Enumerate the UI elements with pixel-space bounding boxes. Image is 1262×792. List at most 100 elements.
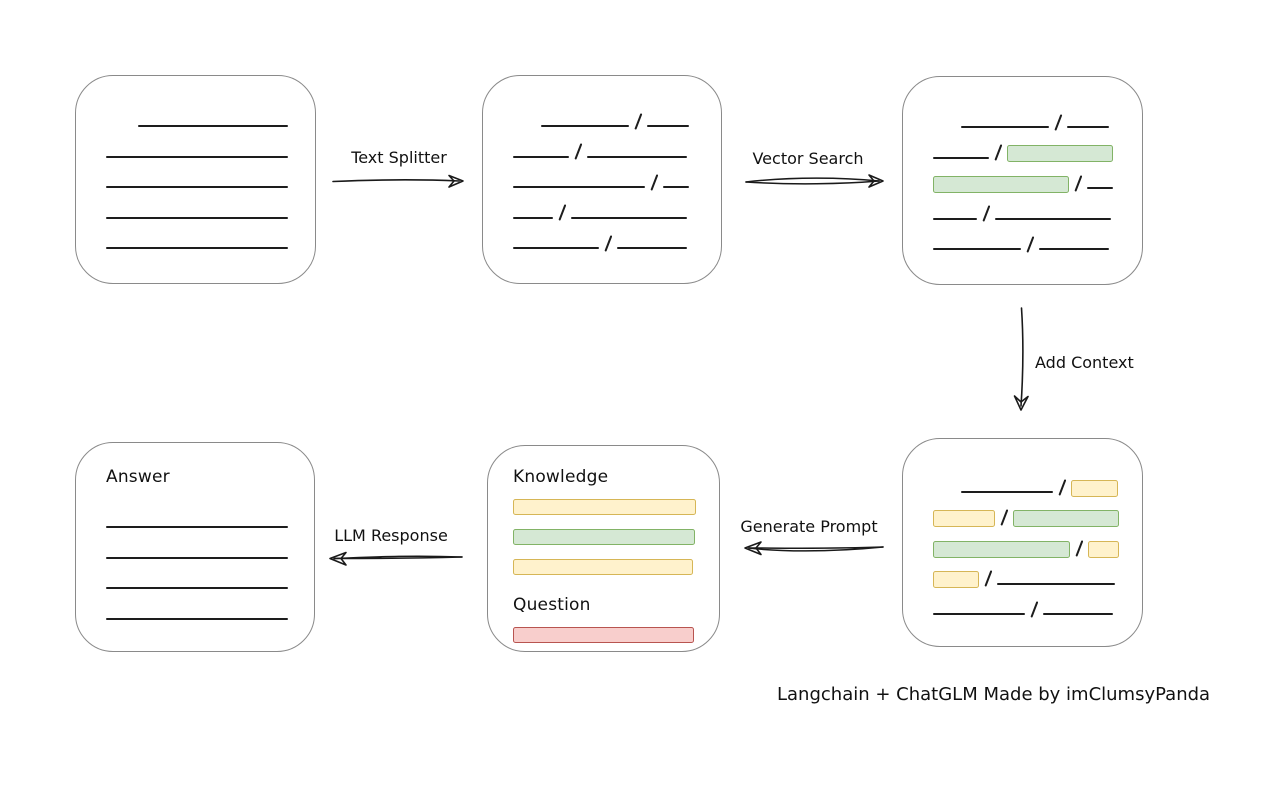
slash-separator — [984, 570, 993, 588]
content-row — [933, 504, 1120, 535]
text-line — [1087, 187, 1114, 190]
slash-separator — [994, 144, 1003, 162]
chunks-box-content — [483, 76, 721, 260]
yellow-highlight-chip — [1088, 540, 1120, 558]
content-row — [106, 539, 288, 570]
content-row — [513, 620, 695, 650]
text-line — [513, 216, 553, 219]
text-line — [647, 125, 690, 128]
prompt-box-content: Knowledge Question — [488, 446, 719, 650]
generate-prompt-label: Generate Prompt — [740, 517, 878, 536]
yellow-highlight-chip — [513, 499, 696, 515]
text-line — [961, 126, 1049, 129]
text-line — [541, 125, 629, 128]
text-line — [571, 216, 688, 219]
yellow-highlight-chip — [1071, 479, 1119, 497]
slash-separator — [634, 112, 643, 130]
content-row — [106, 600, 288, 631]
text-line — [106, 186, 288, 189]
text-line — [617, 247, 688, 250]
content-row — [933, 595, 1116, 626]
green-highlight-chip — [1013, 510, 1120, 528]
content-row — [106, 569, 288, 600]
content-row — [106, 168, 289, 199]
answer-box-content: Answer — [76, 443, 314, 630]
text-line — [106, 155, 288, 158]
indent-spacer — [106, 122, 138, 123]
green-highlight-chip — [933, 540, 1070, 558]
slash-separator — [1074, 174, 1083, 192]
content-row — [513, 107, 695, 138]
yellow-highlight-chip — [513, 559, 693, 575]
slash-separator — [574, 143, 583, 161]
content-row — [933, 230, 1116, 261]
slash-separator — [604, 234, 613, 252]
yellow-highlight-chip — [933, 510, 995, 528]
text-line — [513, 155, 569, 158]
text-line — [587, 155, 688, 158]
llm-response-arrow — [329, 551, 463, 566]
text-line — [106, 556, 288, 559]
text-line — [106, 247, 288, 250]
slash-separator — [982, 205, 991, 223]
yellow-highlight-chip — [933, 571, 979, 589]
answer-title: Answer — [106, 467, 170, 487]
text-line — [106, 526, 288, 529]
content-row — [933, 169, 1116, 200]
indent-spacer — [933, 123, 961, 124]
content-row — [513, 168, 695, 199]
text-line — [933, 613, 1025, 616]
content-row — [933, 534, 1120, 565]
green-highlight-chip — [1007, 145, 1114, 163]
content-row — [933, 108, 1116, 139]
text-line — [933, 248, 1021, 251]
text-line — [1043, 613, 1114, 616]
search-results-box-content — [903, 77, 1142, 261]
content-row — [106, 508, 288, 539]
answer-box: Answer — [75, 442, 315, 652]
knowledge-bars — [513, 492, 696, 582]
content-row — [933, 139, 1116, 170]
knowledge-title: Knowledge — [513, 467, 609, 487]
document-box — [75, 75, 316, 284]
indent-spacer — [933, 488, 961, 489]
footer-credit: Langchain + ChatGLM Made by imClumsyPand… — [777, 684, 1211, 705]
content-row — [106, 229, 289, 260]
text-line — [933, 217, 977, 220]
content-row — [513, 199, 695, 230]
green-highlight-chip — [513, 529, 695, 545]
slash-separator — [1026, 235, 1035, 253]
content-row — [106, 199, 289, 230]
content-row — [513, 522, 695, 552]
red-highlight-chip — [513, 627, 694, 643]
chunks-box — [482, 75, 722, 284]
llm-response-label: LLM Response — [334, 526, 448, 545]
slash-separator — [558, 204, 567, 222]
text-line — [1039, 248, 1110, 251]
question-title: Question — [513, 595, 591, 615]
search-results-box — [902, 76, 1143, 285]
text-line — [513, 247, 599, 250]
green-highlight-chip — [933, 175, 1069, 193]
slash-separator — [1075, 539, 1084, 557]
text-line — [995, 217, 1112, 220]
answer-lines — [106, 508, 288, 631]
vector-search-arrow — [745, 174, 884, 188]
content-row — [933, 200, 1116, 231]
content-row — [513, 552, 695, 582]
content-row — [933, 473, 1119, 504]
slash-separator — [1000, 509, 1009, 527]
text-line — [106, 216, 288, 219]
text-line — [663, 186, 690, 189]
content-row — [106, 138, 289, 169]
text-splitter-arrow — [332, 174, 464, 188]
add-context-label: Add Context — [1035, 353, 1134, 372]
context-box-content — [903, 439, 1142, 626]
content-row — [513, 138, 695, 169]
add-context-arrow — [1013, 307, 1029, 411]
text-line — [933, 156, 989, 159]
vector-search-label: Vector Search — [752, 149, 864, 168]
content-row — [106, 107, 289, 138]
slash-separator — [1058, 478, 1067, 496]
